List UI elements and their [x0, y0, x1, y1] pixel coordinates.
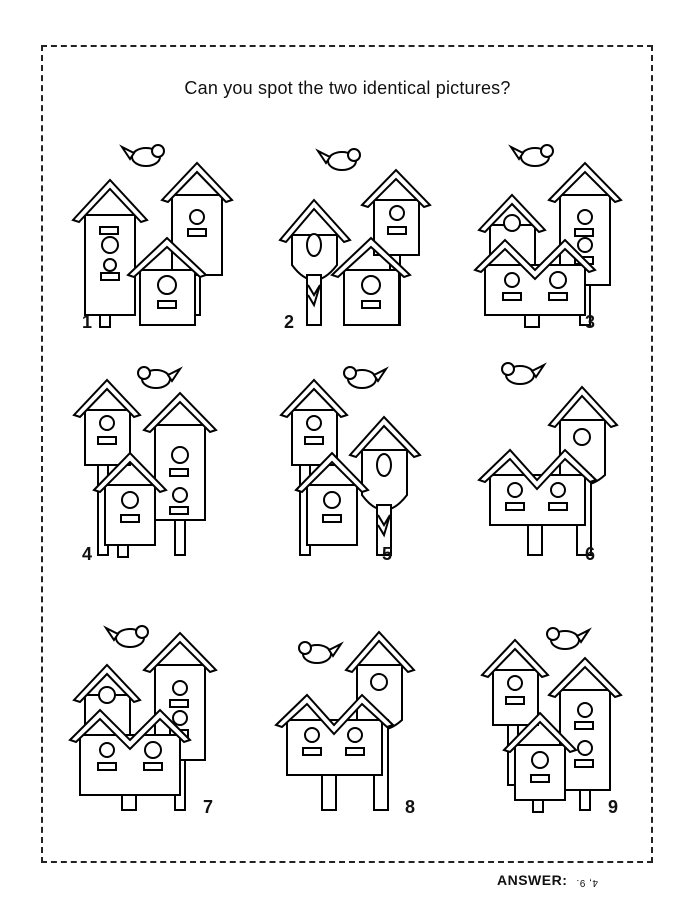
picture-number: 7 — [203, 797, 214, 817]
picture-number: 1 — [82, 312, 93, 332]
birdhouses-drawing — [480, 627, 623, 813]
puzzle-picture-2: 2 — [262, 135, 442, 335]
birdhouses-drawing — [68, 625, 218, 811]
picture-number: 5 — [382, 544, 393, 564]
puzzle-picture-4: 4 — [60, 365, 240, 565]
birdhouses-drawing — [477, 362, 619, 556]
birdhouses-drawing — [278, 148, 432, 326]
birdhouses-drawing — [71, 144, 234, 328]
answer-label: ANSWER: — [497, 872, 568, 888]
picture-number: 8 — [405, 797, 416, 817]
puzzle-title: Can you spot the two identical pictures? — [184, 78, 511, 98]
puzzle-picture-3: 3 — [465, 135, 645, 335]
picture-number: 3 — [585, 312, 596, 332]
dashed-border — [41, 45, 653, 863]
puzzle-picture-9: 9 — [465, 620, 645, 820]
puzzle-picture-7: 7 — [60, 620, 240, 820]
answer-value-upside-down: 4, 9. — [575, 877, 598, 888]
answer-line: ANSWER: 4, 9. — [497, 872, 598, 888]
puzzle-picture-8: 8 — [262, 620, 442, 820]
birdhouses-drawing — [274, 630, 416, 811]
birdhouses-drawing — [72, 366, 218, 558]
puzzle-picture-5: 5 — [262, 365, 442, 565]
picture-number: 6 — [585, 544, 596, 564]
picture-number: 9 — [608, 797, 619, 817]
picture-number: 4 — [82, 544, 93, 564]
picture-number: 2 — [284, 312, 295, 332]
birdhouses-drawing — [473, 144, 623, 328]
puzzle-picture-1: 1 — [60, 135, 240, 335]
birdhouses-drawing — [279, 366, 422, 556]
puzzle-picture-6: 6 — [465, 362, 645, 565]
